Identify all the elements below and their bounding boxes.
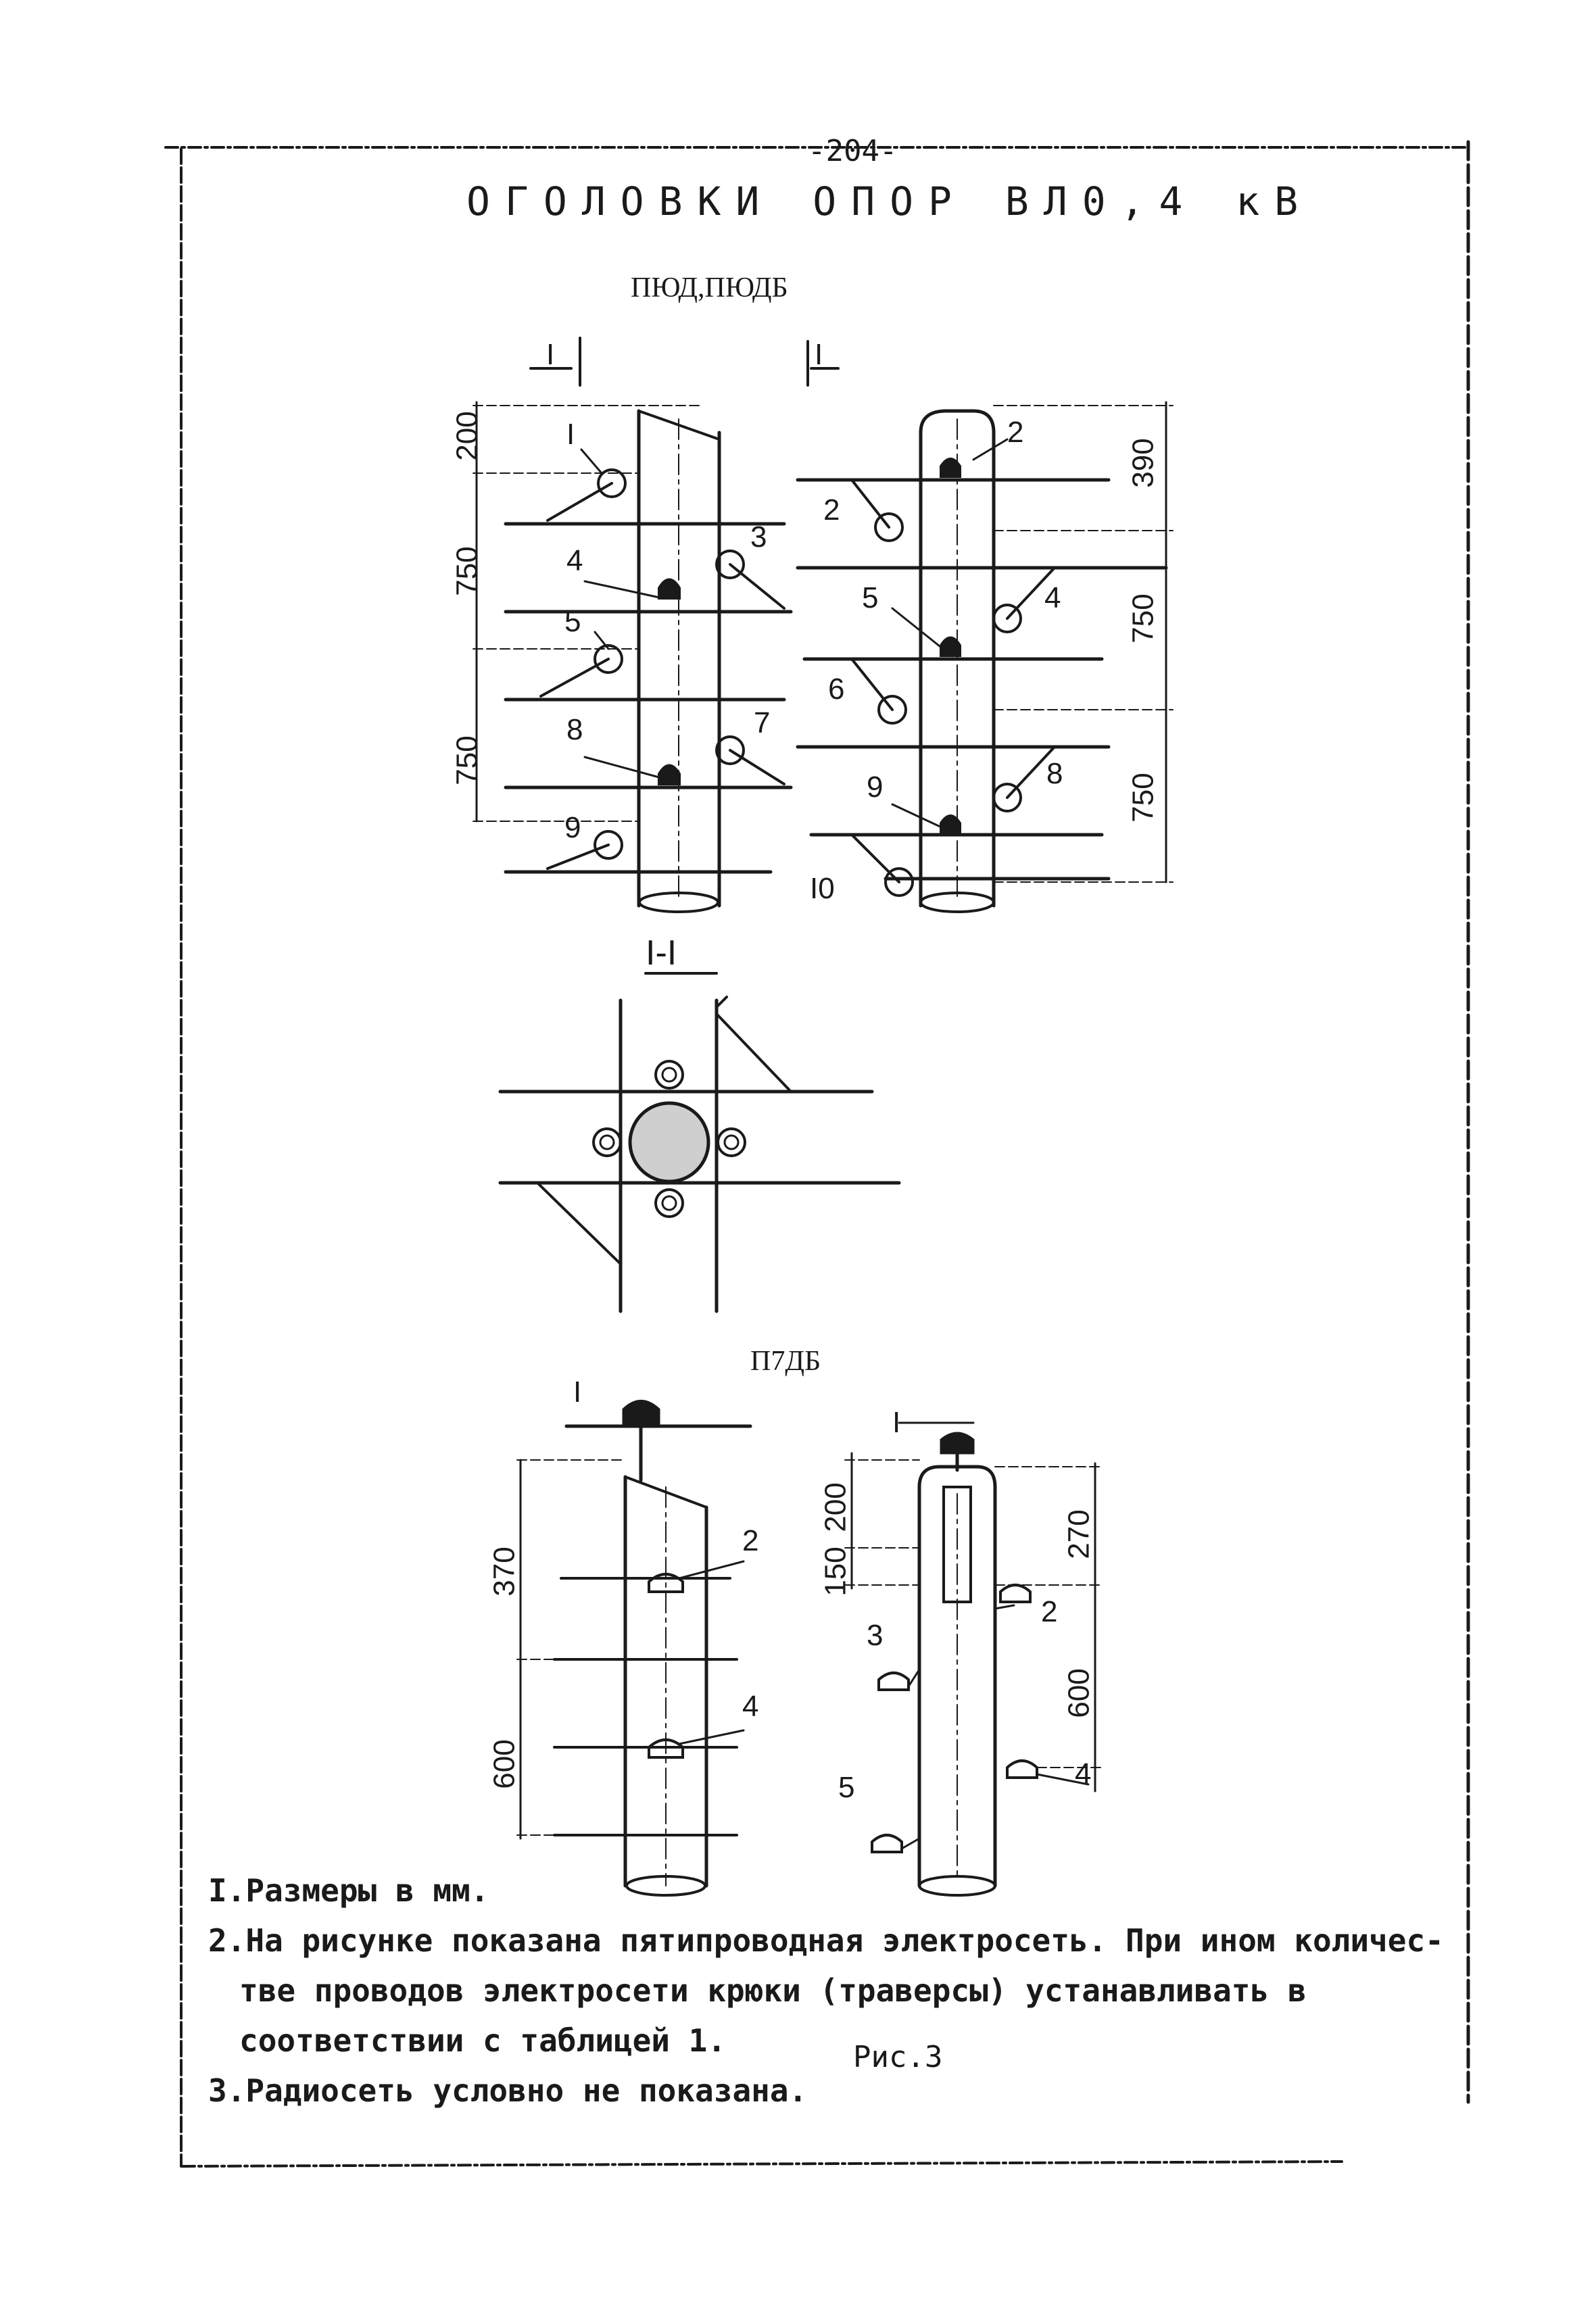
callout-right-9: 9	[867, 771, 884, 804]
pole-left-group1	[473, 337, 793, 913]
pole-right-group2	[844, 1421, 1103, 1897]
notes-block: I.Размеры в мм. 2.На рисунке показана пя…	[208, 1866, 1444, 2116]
callout-left-4: 4	[566, 544, 583, 577]
g2-dim-right-200: 200	[819, 1482, 852, 1532]
callout-right-2a: 2	[1007, 416, 1024, 449]
g2-callout-left-1: I	[573, 1375, 582, 1409]
section-view-label: I-I	[646, 933, 677, 973]
g2-callout-right-4: 4	[1075, 1757, 1092, 1790]
note-2-cont-1: тве проводов электросети крюки (траверсы…	[239, 1972, 1307, 2009]
callout-right-5: 5	[862, 581, 879, 614]
callout-left-7: 7	[754, 706, 771, 739]
callout-right-2b: 2	[823, 493, 840, 527]
g2-callout-right-3: 3	[867, 1619, 884, 1652]
dim-right-750-a: 750	[1126, 593, 1160, 643]
note-2-cont-2: соответствии с таблицей 1.	[239, 2022, 727, 2059]
g2-callout-left-2: 2	[742, 1524, 759, 1557]
callout-right-8: 8	[1046, 757, 1063, 790]
g2-dim-right-150: 150	[819, 1546, 852, 1597]
callout-left-9: 9	[564, 811, 581, 844]
g2-callout-right-5: 5	[838, 1771, 855, 1804]
page-number: -204-	[808, 134, 898, 168]
group1-label: ПЮД,ПЮДБ	[631, 272, 788, 303]
dim-left-750-b: 750	[450, 735, 484, 785]
dim-right-390: 390	[1126, 438, 1160, 488]
group2-label: П7ДБ	[750, 1346, 821, 1377]
frame-bottom	[181, 2160, 1343, 2168]
note-2: 2.На рисунке показана пятипроводная элек…	[208, 1922, 1444, 1959]
dim-left-200: 200	[450, 411, 484, 461]
page-title: ОГОЛОВКИ ОПОР ВЛ0,4 кВ	[466, 178, 1313, 224]
dim-right-750-b: 750	[1126, 773, 1160, 823]
callout-right-6: 6	[828, 673, 845, 706]
figure-caption: Рис.3	[853, 2040, 943, 2074]
pole-left-group2	[516, 1400, 752, 1897]
g2-callout-right-2: 2	[1041, 1595, 1058, 1628]
callout-left-3: 3	[750, 520, 767, 554]
callout-left-5: 5	[564, 605, 581, 638]
section-view-I-I	[498, 972, 901, 1313]
note-1: I.Размеры в мм.	[208, 1872, 489, 1909]
callout-left-8: 8	[566, 713, 583, 746]
g2-dim-left-600: 600	[487, 1739, 521, 1789]
note-3: 3.Радиосеть условно не показана.	[208, 2072, 808, 2109]
dim-left-750-a: 750	[450, 546, 484, 596]
g2-dim-right-600: 600	[1062, 1668, 1096, 1718]
pole-right-group1	[796, 340, 1174, 913]
callout-right-4: 4	[1044, 581, 1061, 614]
g2-dim-right-270: 270	[1062, 1509, 1096, 1559]
g2-callout-left-4: 4	[742, 1690, 759, 1723]
section-marker-left: I	[546, 338, 555, 371]
g2-callout-right-1: I	[892, 1406, 901, 1439]
callout-left-1: I	[566, 418, 575, 451]
callout-right-10: I0	[810, 872, 835, 905]
g2-dim-left-370: 370	[487, 1546, 521, 1597]
section-marker-right: I	[815, 338, 823, 371]
